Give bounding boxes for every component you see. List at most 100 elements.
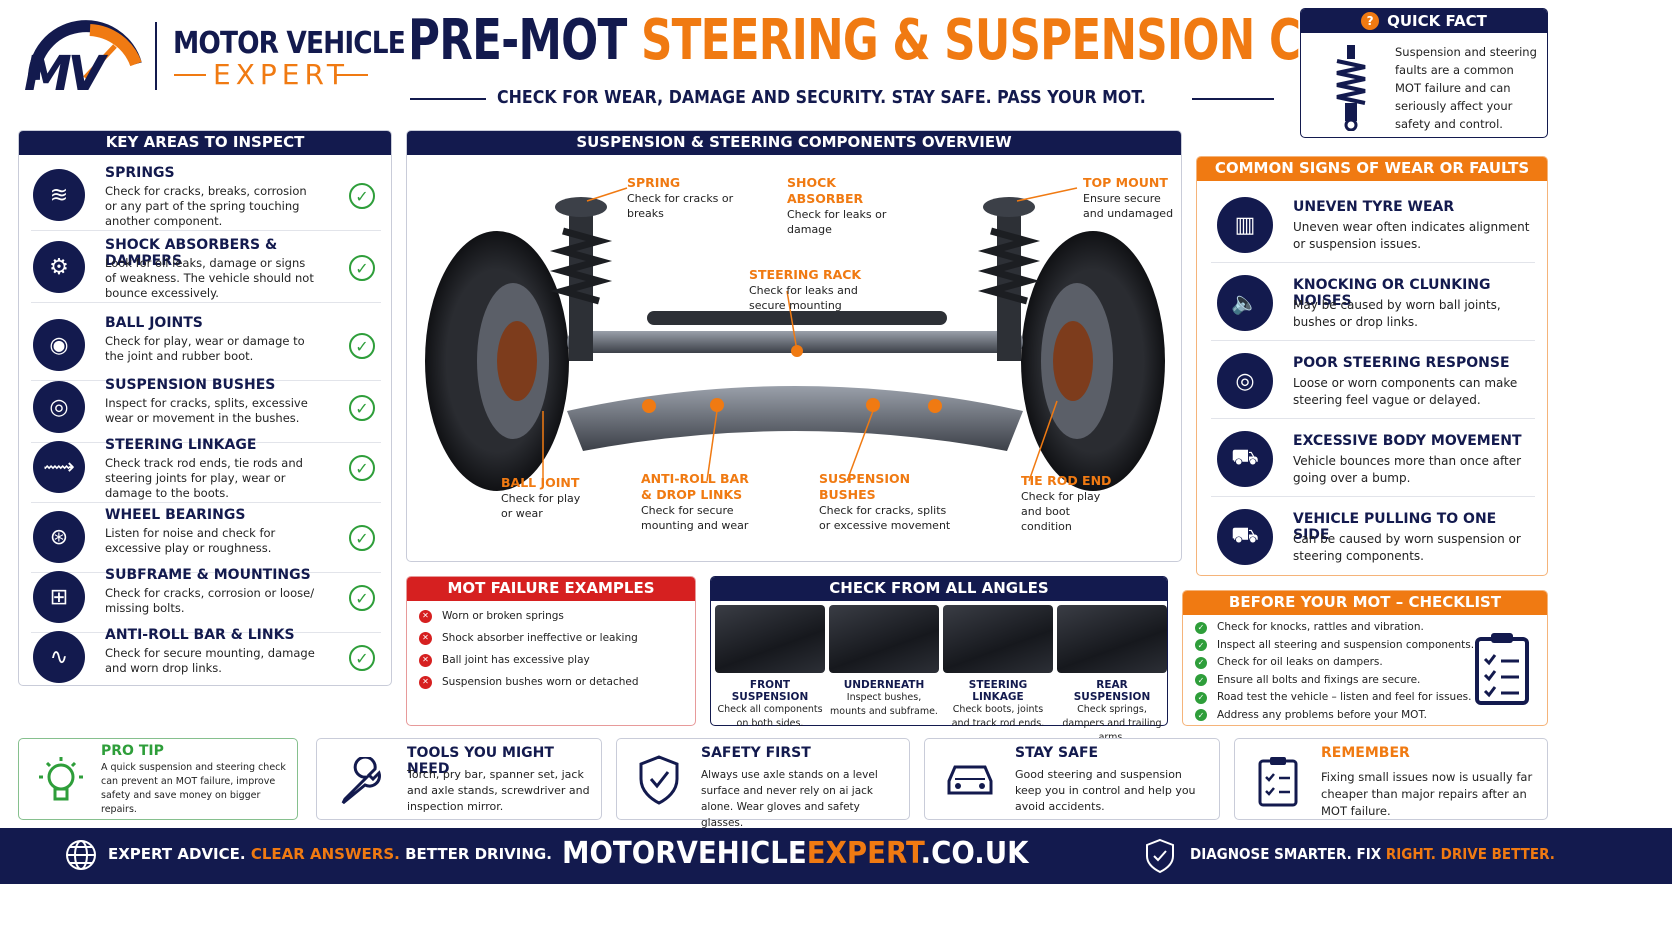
mot-failures-panel: MOT FAILURE EXAMPLES ✕Worn or broken spr… [406, 576, 696, 726]
check-icon: ✓ [349, 333, 375, 359]
key-area-desc: Check for secure mounting, damage and wo… [105, 646, 315, 675]
right-strut [977, 197, 1041, 361]
title-part1: PRE-MOT [408, 8, 627, 73]
checklist-panel: BEFORE YOUR MOT – CHECKLIST ✓ Check for k… [1182, 590, 1548, 726]
angles-header: CHECK FROM ALL ANGLES [711, 577, 1167, 601]
checklist-item: ✓Check for knocks, rattles and vibration… [1195, 619, 1535, 637]
key-area-desc: Check for cracks, breaks, corrosion or a… [105, 184, 307, 228]
key-area-title: ANTI-ROLL BAR & LINKS [105, 627, 295, 643]
signs-header: COMMON SIGNS OF WEAR OR FAULTS [1197, 157, 1547, 181]
subframe-icon: ⊞ [33, 571, 85, 623]
sign-desc: May be caused by worn ball joints, bushe… [1293, 298, 1501, 329]
brand-sub-line-left [174, 74, 206, 76]
checklist-text: Inspect all steering and suspension comp… [1217, 638, 1475, 651]
checklist-item: ✓ Inspect all steering and suspension com… [1195, 637, 1535, 655]
key-area-title: SHOCK ABSORBERS & DAMPERS [105, 237, 278, 269]
key-area-desc: Check for play, wear or damage to the jo… [105, 334, 305, 363]
label-spring: SPRING Check for cracks or breaks [627, 175, 734, 220]
overview-header: SUSPENSION & STEERING COMPONENTS OVERVIE… [407, 131, 1181, 155]
steering-linkage-icon: ⟿ [33, 441, 85, 493]
page-title: PRE-MOT STEERING & SUSPENSION CHECK [408, 8, 1430, 80]
check-icon: ✓ [1195, 674, 1207, 687]
label-ball-joint: BALL JOINT Check for play or wear [501, 475, 581, 520]
logo-gauge-icon [27, 20, 142, 81]
checklist-item: ✓Address any problems before your MOT. [1195, 707, 1535, 725]
tools-card: TOOLS YOU MIGHT NEED Torch, pry bar, spa… [316, 738, 602, 820]
key-areas-header: KEY AREAS TO INSPECT [19, 131, 391, 155]
footer-website-link[interactable]: MOTORVEHICLEEXPERT.CO.UK [562, 836, 1029, 871]
steering-wheel-icon: ◎ [1217, 353, 1273, 409]
mot-failure-item: ✕Shock absorber ineffective or leaking [419, 627, 683, 649]
sign-desc: Uneven wear often indicates alignment or… [1293, 220, 1530, 251]
tyre-icon: ▥ [1217, 197, 1273, 253]
key-area-title: SUBFRAME & MOUNTINGS [105, 567, 311, 583]
question-icon: ? [1361, 12, 1380, 30]
label-anti-roll-bar: ANTI-ROLL BAR & DROP LINKS Check for sec… [641, 471, 749, 532]
remember-card: REMEMBER Fixing small issues now is usua… [1234, 738, 1548, 820]
sign-desc: Can be caused by worn suspension or stee… [1293, 532, 1521, 563]
mot-failures-header: MOT FAILURE EXAMPLES [407, 577, 695, 601]
check-icon: ✓ [349, 183, 375, 209]
check-icon: ✓ [349, 585, 375, 611]
checklist-text: Road test the vehicle – listen and feel … [1217, 691, 1472, 703]
key-area-desc: Check for cracks, corrosion or loose/ mi… [105, 586, 315, 615]
bush-icon: ◎ [33, 381, 85, 433]
right-wheel [1021, 231, 1165, 491]
pro-tip-card: PRO TIP A quick suspension and steering … [18, 738, 298, 820]
footer-bottom-gap [0, 884, 1672, 941]
speaker-icon: 🔈 [1217, 275, 1273, 331]
page-subtitle: CHECK FOR WEAR, DAMAGE AND SECURITY. STA… [497, 87, 1146, 108]
checklist-text: Ensure all bolts and fixings are secure. [1217, 673, 1421, 686]
angle-title: STEERING LINKAGE [968, 679, 1028, 703]
checklist-header: BEFORE YOUR MOT – CHECKLIST [1183, 591, 1547, 615]
key-area-title: STEERING LINKAGE [105, 437, 257, 453]
sign-desc: Loose or worn components can make steeri… [1293, 376, 1518, 407]
subframe [567, 311, 1023, 451]
cross-icon: ✕ [419, 675, 432, 689]
mot-failure-text: Ball joint has excessive play [442, 654, 590, 666]
check-icon: ✓ [1195, 639, 1207, 652]
bushes [642, 345, 942, 413]
key-area-title: SUSPENSION BUSHES [105, 377, 276, 393]
logo: MV [20, 8, 150, 106]
angle-title: FRONT SUSPENSION [731, 679, 809, 703]
car-front-icon: ⛟ [1217, 509, 1273, 565]
subtitle-line-right [1192, 98, 1274, 100]
check-icon: ✓ [1195, 656, 1207, 669]
check-icon: ✓ [349, 395, 375, 421]
angle-title: UNDERNEATH [843, 679, 925, 691]
tools-title: TOOLS YOU MIGHT NEED [407, 745, 554, 777]
sign-title: KNOCKING OR CLUNKING NOISES [1293, 277, 1491, 309]
mot-failure-item: ✕Suspension bushes worn or detached [419, 671, 683, 693]
logo-divider [155, 22, 157, 90]
label-tie-rod-end: TIE ROD END Check for play and boot cond… [1021, 473, 1112, 533]
checklist-item: ✓ Ensure all bolts and fixings are secure… [1195, 672, 1535, 690]
mot-failure-item: ✕Worn or broken springs [419, 605, 683, 627]
logo-letters: MV [24, 46, 105, 102]
check-icon: ✓ [1195, 691, 1207, 704]
pro-tip-title: PRO TIP [101, 743, 164, 759]
key-area-title: BALL JOINTS [105, 315, 203, 331]
sign-title: EXCESSIVE BODY MOVEMENT [1293, 433, 1522, 449]
cross-icon: ✕ [419, 609, 432, 623]
angle-desc: Check all components on both sides. [717, 704, 823, 729]
left-wheel [425, 231, 569, 491]
shock-absorber-icon [1336, 45, 1366, 131]
checklist-text: Check for knocks, rattles and vibration. [1217, 621, 1424, 633]
cross-icon: ✕ [419, 631, 432, 645]
checklist-text: Check for oil leaks on dampers. [1217, 656, 1383, 668]
left-strut [549, 197, 613, 361]
subtitle-line-left [410, 98, 486, 100]
checklist-items: ✓ Check for knocks, rattles and vibration… [1183, 615, 1547, 728]
mot-failures-list: ✕Worn or broken springs✕Shock absorber i… [407, 601, 695, 697]
